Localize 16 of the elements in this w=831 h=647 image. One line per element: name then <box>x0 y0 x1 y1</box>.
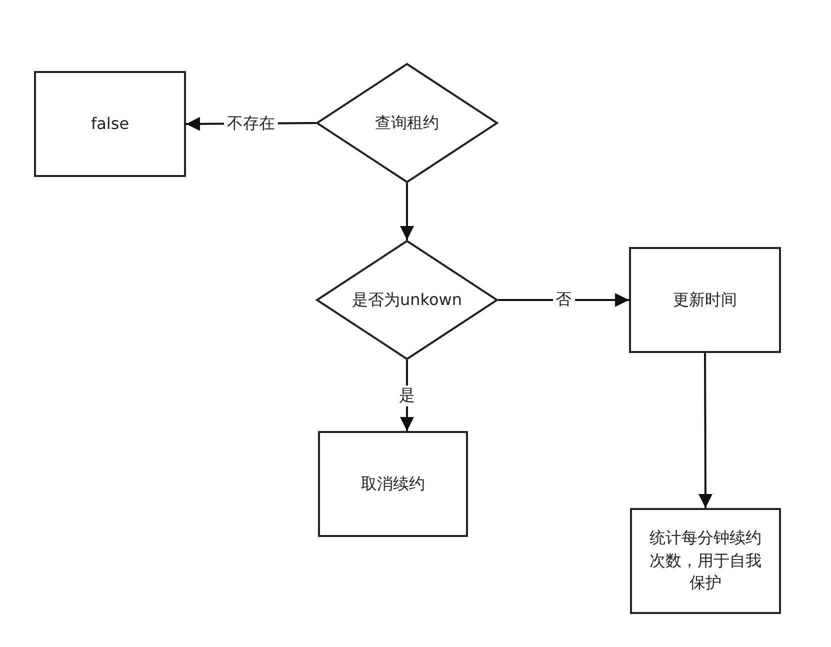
arrow <box>400 183 414 240</box>
node-text: false <box>90 112 130 135</box>
edge-label: 不存在 <box>224 113 278 134</box>
node-text: 查询租约 <box>374 112 440 134</box>
arrow <box>498 293 629 307</box>
node-text: 更新时间 <box>672 288 738 311</box>
node-text: 统计每分钟续约次数，用于自我保护 <box>648 527 762 594</box>
decision-diamond <box>316 240 498 360</box>
arrow <box>698 353 712 508</box>
process-box <box>630 508 781 614</box>
process-box <box>34 71 186 177</box>
process-box <box>318 431 468 537</box>
process-box <box>629 247 781 353</box>
decision-diamond <box>316 63 498 183</box>
node-text: 取消续约 <box>360 472 426 495</box>
node-text: 是否为unkown <box>351 288 463 311</box>
